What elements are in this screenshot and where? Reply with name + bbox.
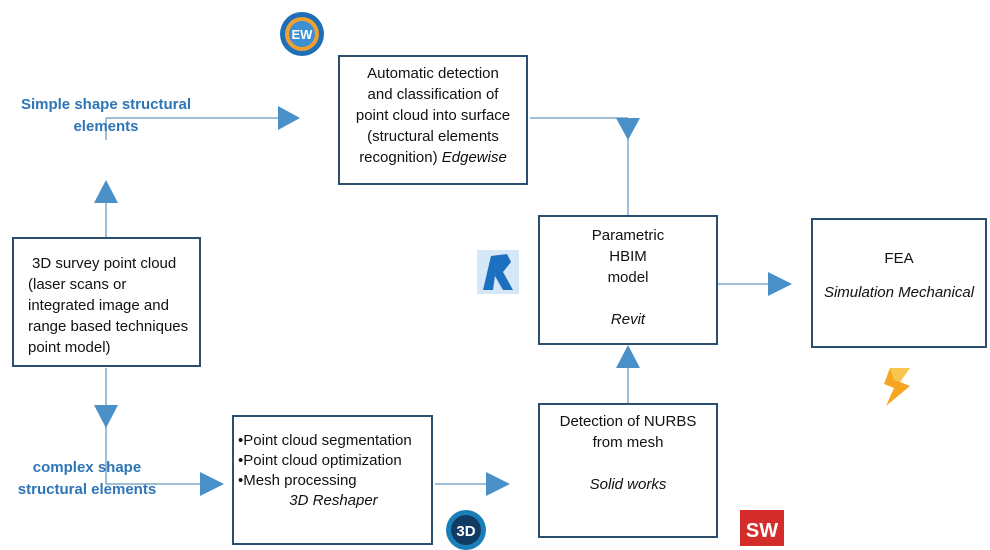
hbim-box: Parametric HBIM model Revit xyxy=(538,215,718,345)
fea-tool: Simulation Mechanical xyxy=(823,284,975,301)
nurbs-box: Detection of NURBS from mesh Solid works xyxy=(538,403,718,538)
survey-line-3: integrated image and xyxy=(28,297,169,314)
nurbs-line-1: Detection of NURBS xyxy=(559,413,697,430)
reshaper-tool: 3D Reshaper xyxy=(289,492,378,509)
survey-line-4: range based techniques xyxy=(28,318,189,335)
arrow-right-nurbs xyxy=(486,472,510,496)
arrow-right-fea xyxy=(768,272,792,296)
hbim-line-1: Parametric xyxy=(591,227,665,244)
revit-logo-icon: R xyxy=(477,250,519,294)
reshaper-box: •Point cloud segmentation •Point cloud o… xyxy=(232,415,433,545)
simulation-logo-icon xyxy=(884,368,910,406)
hbim-line-2: HBIM xyxy=(609,248,647,265)
edgewise-line-5: recognition) Edgewise xyxy=(340,147,526,168)
edgewise-last-line: recognition) xyxy=(359,149,438,166)
reshaper-bullet-1: •Point cloud segmentation xyxy=(238,432,412,449)
solidworks-logo-icon: SW xyxy=(740,510,784,546)
edgewise-line-2: and classification of xyxy=(367,86,499,103)
edgewise-logo-icon: EW xyxy=(280,12,324,56)
fea-box: FEA Simulation Mechanical xyxy=(811,218,987,348)
nurbs-line-2: from mesh xyxy=(592,434,664,451)
fea-title: FEA xyxy=(884,250,914,267)
survey-line-1: 3D survey point cloud xyxy=(32,255,177,272)
solidworks-logo-text: SW xyxy=(746,520,778,542)
survey-line-2: (laser scans or xyxy=(28,276,127,293)
arrow-right-reshaper xyxy=(200,472,224,496)
arrow-up-hbim xyxy=(616,345,640,368)
arrow-right-edgewise xyxy=(278,106,300,130)
reshaper-bullet-1-text: Point cloud segmentation xyxy=(243,432,412,449)
simple-shape-label: Simple shape structural elements xyxy=(20,96,192,135)
arrow-down-hbim xyxy=(616,118,640,140)
reshaper-bullet-3-text: Mesh processing xyxy=(243,472,357,489)
survey-box: 3D survey point cloud (laser scans or in… xyxy=(12,237,201,367)
complex-shape-label: complex shape structural elements xyxy=(17,459,157,498)
edgewise-tool: Edgewise xyxy=(441,149,507,166)
reshaper-logo-text: 3D xyxy=(456,523,475,540)
reshaper-bullet-2-text: Point cloud optimization xyxy=(243,452,402,469)
reshaper-logo-icon: 3D xyxy=(446,510,486,550)
hbim-tool: Revit xyxy=(610,311,646,328)
edgewise-logo-text: EW xyxy=(292,27,314,42)
nurbs-tool: Solid works xyxy=(589,476,667,493)
edgewise-line-1: Automatic detection xyxy=(367,65,499,82)
hbim-line-3: model xyxy=(607,269,649,286)
reshaper-bullet-2: •Point cloud optimization xyxy=(238,452,402,469)
reshaper-bullet-3: •Mesh processing xyxy=(238,472,357,489)
edgewise-line-4: (structural elements xyxy=(367,128,499,145)
edgewise-box: Automatic detection and classification o… xyxy=(338,55,528,185)
arrow-down-complex xyxy=(94,405,118,428)
edgewise-line-3: point cloud into surface xyxy=(355,107,511,124)
arrow-up-simple xyxy=(94,180,118,203)
survey-line-5: point model) xyxy=(28,339,111,356)
